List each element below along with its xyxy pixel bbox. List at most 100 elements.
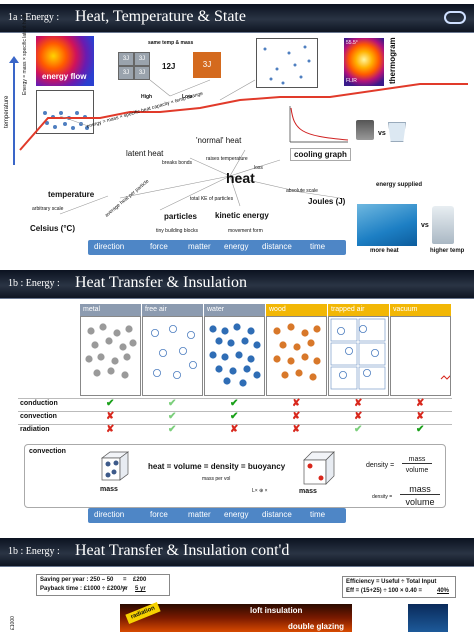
nav2-matter[interactable]: matter [188, 510, 211, 519]
kettle-image [432, 206, 454, 244]
kinetic-energy-label: kinetic energy [215, 211, 269, 220]
energy-box-4: 3J [134, 66, 150, 80]
particle [227, 339, 235, 347]
row-label-radiation: radiation [20, 426, 50, 433]
particle [129, 339, 137, 347]
particle [247, 327, 255, 335]
particle [209, 325, 217, 333]
table-row [18, 398, 452, 411]
particles-wood [273, 323, 321, 381]
nav1-distance[interactable]: distance [262, 242, 292, 251]
cooling-graph [288, 106, 349, 146]
particle [91, 341, 99, 349]
particles-metal [85, 323, 137, 379]
particle [215, 365, 223, 373]
mass-right-label: mass [299, 488, 317, 495]
particle [221, 327, 229, 335]
section1-nav: direction force matter energy distance t… [88, 240, 346, 255]
cooling-graph-label: cooling graph [290, 148, 351, 161]
column-header-trapped-air: trapped air [328, 304, 389, 316]
energy-box-3: 3J [118, 66, 134, 80]
particle [273, 327, 281, 335]
column-header-water: water [204, 304, 265, 316]
total-ke-label: total KE of particles [190, 196, 234, 202]
particles-vacuum [440, 375, 454, 380]
particle [111, 357, 119, 365]
particle [119, 343, 127, 351]
particle [363, 369, 372, 378]
energy-supplied-label: energy supplied [376, 182, 423, 188]
mass-left-label: mass [100, 486, 118, 493]
trapped-air-pocket [330, 342, 358, 366]
nav2-distance[interactable]: distance [262, 510, 292, 519]
payback-box: Saving per year : 250 – 50 = £200 Paybac… [36, 574, 170, 596]
energy-box-2: 3J [134, 52, 150, 66]
particle [287, 357, 295, 365]
particle [223, 377, 231, 385]
thermogram-image: 55.5° FLIR [344, 38, 384, 86]
table-row [18, 424, 452, 437]
particle [93, 369, 101, 377]
cross-icon: ✘ [292, 398, 301, 409]
temperature-label: temperature [48, 190, 95, 199]
particle [243, 365, 251, 373]
nav2-time[interactable]: time [310, 510, 326, 519]
vs-label: vs [378, 130, 386, 137]
loss-label: loss [254, 165, 263, 171]
nav1-matter[interactable]: matter [188, 242, 211, 251]
particles-label: particles [164, 212, 197, 221]
particle [253, 371, 261, 379]
scatter-dots [263, 45, 311, 85]
pool-image [357, 204, 417, 246]
heating-curve [19, 79, 468, 215]
tiny-blocks-label: tiny building blocks [156, 228, 198, 234]
saving-line: Saving per year : 250 – 50 [40, 577, 114, 583]
section1-number: 1a [8, 12, 18, 23]
table-row [18, 411, 452, 424]
particle [113, 329, 121, 337]
saving-eq: = [123, 577, 127, 583]
density-numerator: mass [402, 456, 432, 464]
arbitrary-scale-label: arbitrary scale [32, 206, 64, 212]
section2-nav: direction force matter energy distance t… [88, 508, 346, 523]
cross-icon: ✘ [354, 411, 363, 422]
check-icon: ✔ [354, 424, 363, 435]
nav1-energy[interactable]: energy [224, 242, 249, 251]
particle [187, 330, 196, 339]
check-icon: ✔ [106, 398, 115, 409]
particle [229, 367, 237, 375]
section1-header: 1a : Energy : Heat, Temperature & State [0, 4, 474, 33]
particles-trapped-air [330, 318, 386, 390]
trapped-air-pocket [330, 318, 358, 342]
radiation-arrow: radiation [125, 601, 161, 625]
payback-value: 5 yr [135, 586, 146, 592]
particle [241, 337, 249, 345]
nav1-time[interactable]: time [310, 242, 326, 251]
house-image: radiation loft insulation double glazing [120, 601, 352, 632]
nav2-energy[interactable]: energy [224, 510, 249, 519]
nav2-direction[interactable]: direction [94, 510, 125, 519]
nav1-force[interactable]: force [150, 242, 168, 251]
cube-left [100, 451, 130, 481]
nav1-direction[interactable]: direction [94, 242, 125, 251]
particle [221, 353, 229, 361]
particle [125, 325, 133, 333]
section3-header: 1b : Energy : Heat Transfer & Insulation… [0, 538, 474, 567]
particle-scatter [256, 38, 318, 88]
more-heat-label: more heat [370, 248, 399, 254]
particle [281, 371, 289, 379]
column-cell-trapped-air [328, 316, 389, 396]
particle [301, 329, 309, 337]
efficiency-image [408, 604, 448, 632]
column-header-wood: wood [266, 304, 327, 316]
section3-prefix: Energy : [25, 546, 60, 557]
column-cell-vacuum [390, 316, 454, 396]
particle [301, 353, 309, 361]
particles-water [209, 323, 261, 387]
eff-line: Eff = (15+25) ÷ 100 × 0.40 = [346, 588, 423, 594]
energy-flow-image: energy flow [36, 36, 94, 86]
axis-arrow-icon [9, 56, 19, 63]
nav2-force[interactable]: force [150, 510, 168, 519]
particle [235, 351, 243, 359]
particle [150, 328, 159, 337]
